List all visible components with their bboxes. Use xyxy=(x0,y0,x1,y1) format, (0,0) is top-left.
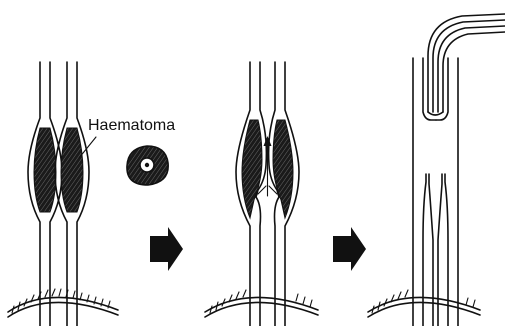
vessel-right-2 xyxy=(269,62,299,326)
panel-1-haematoma-compression xyxy=(8,62,168,326)
vessel-left-2 xyxy=(236,62,266,326)
arrow-right-icon-2 xyxy=(333,227,366,271)
ground-line-2 xyxy=(205,290,318,317)
arrow-right-icon-1 xyxy=(150,227,183,271)
panel-3-catheter-placement xyxy=(368,14,505,326)
panel-2-decompression xyxy=(205,62,318,326)
haematoma-label: Haematoma xyxy=(88,117,175,135)
vessel-right-3 xyxy=(436,58,458,326)
catheter-tube xyxy=(428,14,505,115)
ground-line-3 xyxy=(368,290,480,317)
ground-line-1 xyxy=(8,289,118,317)
cross-section-haematoma xyxy=(127,146,168,185)
